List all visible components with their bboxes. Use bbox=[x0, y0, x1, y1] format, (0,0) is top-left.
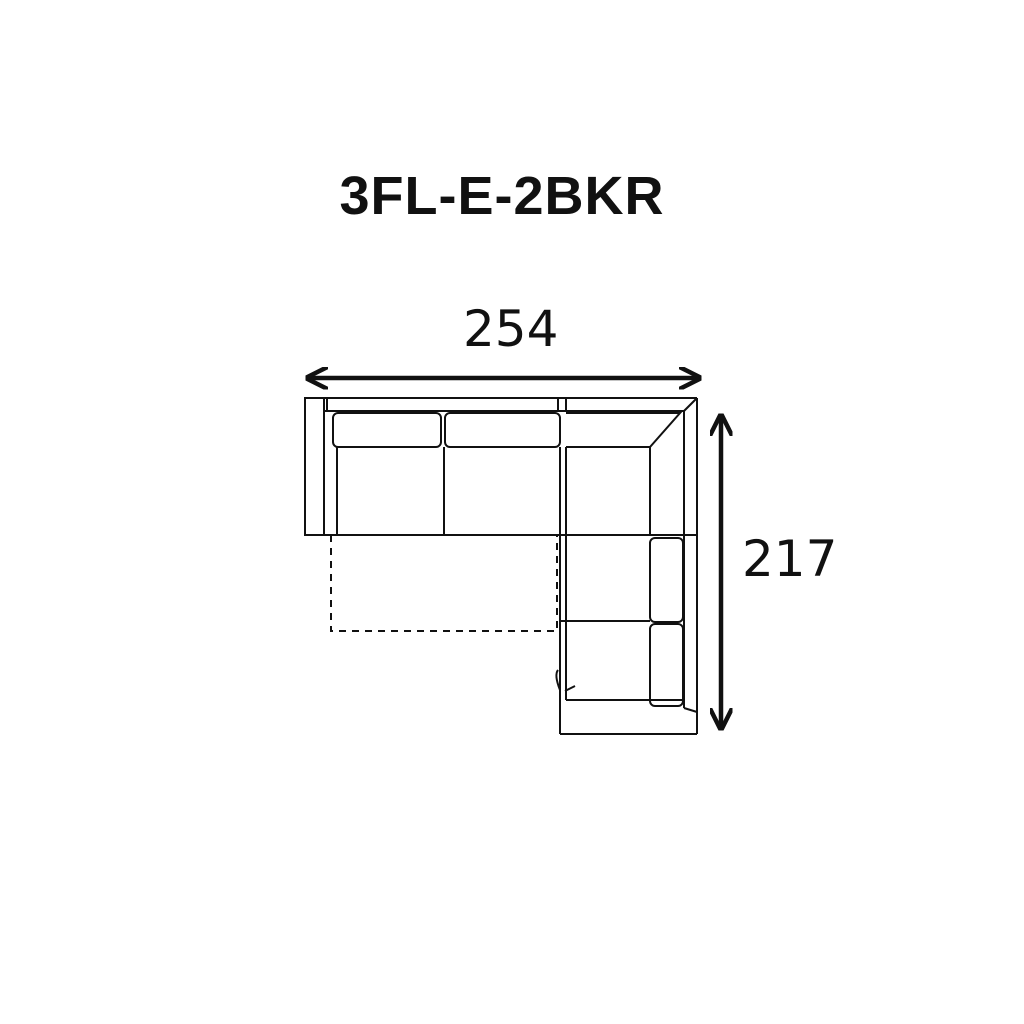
back-cushions bbox=[332, 412, 683, 448]
chaise-module bbox=[555, 535, 698, 735]
corner-armrest bbox=[649, 397, 698, 734]
width-dimension-label: 254 bbox=[463, 300, 559, 358]
back-rest bbox=[305, 397, 697, 412]
side-back-cushions bbox=[649, 537, 684, 707]
depth-dimension-label: 217 bbox=[742, 530, 838, 588]
left-armrest bbox=[304, 397, 325, 536]
seat-cushions bbox=[324, 447, 697, 536]
model-code-title: 3FL-E-2BKR bbox=[339, 166, 665, 226]
optional-extension-outline bbox=[330, 535, 558, 632]
